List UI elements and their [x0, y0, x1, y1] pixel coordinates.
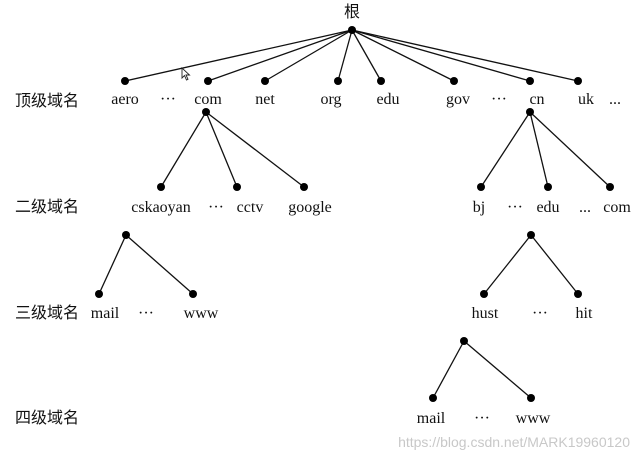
- node-cctv: [233, 183, 241, 191]
- node-net: [261, 77, 269, 85]
- node-gov: [450, 77, 458, 85]
- tld-ellipsis-1: ···: [160, 91, 176, 108]
- node-aero: [121, 77, 129, 85]
- node-cnedu: [544, 183, 552, 191]
- node-hit: [574, 290, 582, 298]
- node-org: [334, 77, 342, 85]
- fourth-ellipsis: ···: [474, 410, 490, 427]
- node-hustHub: [460, 337, 468, 345]
- edge-root-org: [337, 29, 353, 82]
- third-ellipsis-left: ···: [138, 305, 154, 322]
- watermark-text: https://blog.csdn.net/MARK19960120: [398, 434, 630, 450]
- sld-com: com: [603, 199, 631, 216]
- third-ellipsis-right: ···: [532, 305, 548, 322]
- edge-cnHub-cnedu: [529, 111, 549, 188]
- level-label-second: 二级域名: [15, 198, 79, 216]
- tree-nodes: [95, 26, 614, 402]
- level-label-third: 三级域名: [15, 304, 79, 322]
- node-uk: [574, 77, 582, 85]
- sld-cctv: cctv: [237, 199, 264, 216]
- node-bj: [477, 183, 485, 191]
- level-label-fourth: 四级域名: [15, 409, 79, 427]
- edge-cskHub-mail3: [98, 234, 127, 295]
- node-root: [348, 26, 356, 34]
- edge-cnHub-bj: [480, 111, 531, 188]
- node-cskHub: [122, 231, 130, 239]
- edge-eduHub-hit: [530, 234, 579, 295]
- edge-root-net: [264, 29, 353, 82]
- edge-comHub-google: [205, 111, 305, 188]
- tld-ellipsis-2: ···: [491, 91, 507, 108]
- node-www3: [189, 290, 197, 298]
- node-edu: [377, 77, 385, 85]
- sld-cskaoyan: cskaoyan: [131, 199, 191, 216]
- edge-root-com: [207, 29, 353, 82]
- mouse-pointer-icon: [181, 67, 191, 81]
- fourth-www: www: [516, 410, 551, 427]
- level-label-top: 顶级域名: [15, 92, 79, 110]
- tld-com: com: [194, 91, 222, 108]
- node-cncom: [606, 183, 614, 191]
- node-www4: [527, 394, 535, 402]
- edge-hustHub-mail4: [432, 340, 465, 399]
- tld-uk: uk: [578, 91, 594, 108]
- edge-root-edu: [351, 29, 382, 82]
- third-www: www: [184, 305, 219, 322]
- sld-ellipsis-cn: ···: [507, 199, 523, 216]
- node-cskaoyan: [157, 183, 165, 191]
- edge-cnHub-cncom: [529, 111, 611, 188]
- node-hust: [480, 290, 488, 298]
- node-cn: [526, 77, 534, 85]
- tld-cn: cn: [529, 91, 544, 108]
- sld-google: google: [288, 199, 332, 216]
- fourth-mail: mail: [417, 410, 446, 427]
- sld-ellipsis-com: ···: [208, 199, 224, 216]
- third-hit: hit: [576, 305, 593, 322]
- edge-cskHub-www3: [125, 234, 194, 295]
- edge-root-gov: [351, 29, 455, 82]
- edge-comHub-cskaoyan: [160, 111, 207, 188]
- tld-edu: edu: [376, 91, 399, 108]
- edge-root-aero: [124, 29, 353, 82]
- edge-eduHub-hust: [483, 234, 532, 295]
- edge-comHub-cctv: [205, 111, 238, 188]
- sld-ellipsis-cn-2: ...: [579, 199, 591, 216]
- sld-bj: bj: [473, 199, 485, 216]
- node-eduHub: [527, 231, 535, 239]
- third-hust: hust: [472, 305, 499, 322]
- tree-edges: [98, 29, 611, 399]
- tld-net: net: [255, 91, 275, 108]
- node-cnHub: [526, 108, 534, 116]
- node-mail3: [95, 290, 103, 298]
- edge-hustHub-www4: [463, 340, 532, 399]
- root-label: 根: [344, 3, 360, 21]
- node-google: [300, 183, 308, 191]
- tld-org: org: [320, 91, 341, 108]
- tld-ellipsis-3: ...: [609, 91, 621, 108]
- tld-gov: gov: [446, 91, 470, 108]
- node-comHub: [202, 108, 210, 116]
- node-com: [204, 77, 212, 85]
- sld-edu: edu: [536, 199, 559, 216]
- edge-root-cn: [351, 29, 531, 82]
- tld-aero: aero: [111, 91, 139, 108]
- third-mail: mail: [91, 305, 120, 322]
- edge-root-uk: [351, 29, 579, 82]
- node-mail4: [429, 394, 437, 402]
